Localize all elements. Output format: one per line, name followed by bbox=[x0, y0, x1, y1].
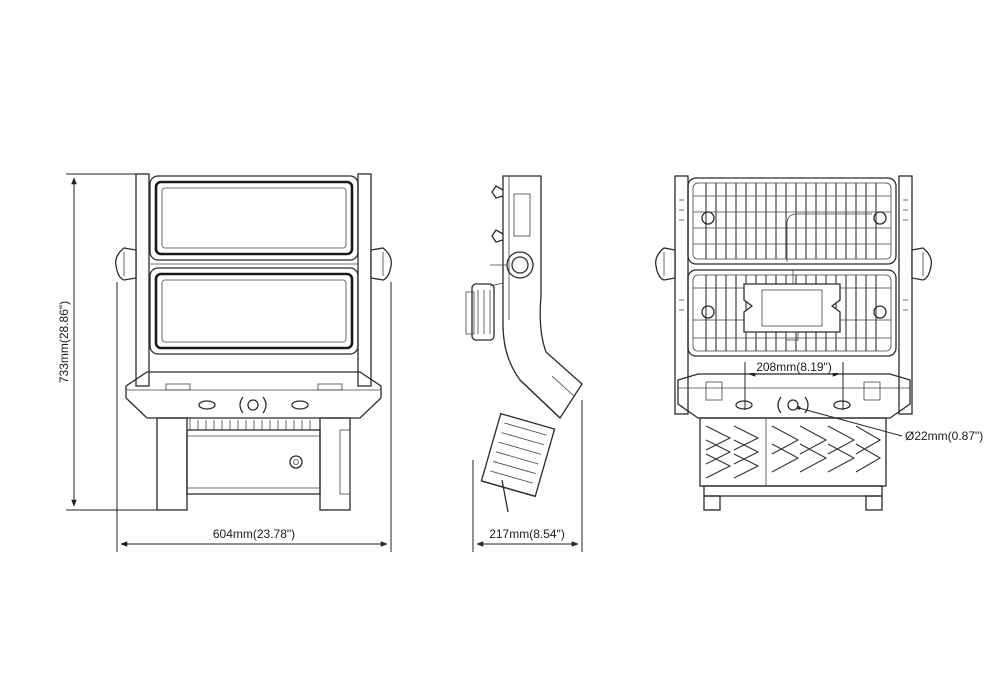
bracket-spacing-label: 208mm(8.19") bbox=[756, 360, 832, 374]
width-dimension bbox=[116, 282, 392, 552]
lower-heatsink bbox=[687, 269, 897, 357]
hole-diameter-leader bbox=[797, 406, 903, 437]
hole-diameter-label: Ø22mm(0.87") bbox=[905, 429, 983, 443]
rear-driver bbox=[699, 417, 887, 511]
rear-base bbox=[677, 373, 911, 419]
height-label: 733mm(28.86") bbox=[57, 301, 71, 383]
height-dimension bbox=[66, 173, 157, 511]
depth-dimension bbox=[472, 400, 583, 552]
side-view: 217mm(8.54") bbox=[465, 175, 583, 552]
lower-lamp-module bbox=[149, 267, 359, 355]
width-label: 604mm(23.78") bbox=[213, 527, 295, 541]
upper-lamp-module bbox=[149, 175, 359, 261]
upper-heatsink bbox=[687, 177, 897, 265]
front-driver bbox=[156, 417, 351, 511]
front-base bbox=[125, 371, 382, 419]
bracket-spacing-dimension bbox=[744, 362, 844, 410]
rear-view: 208mm(8.19") Ø22mm(0.87") bbox=[655, 175, 983, 511]
front-view: 733mm(28.86") 604mm(23.78") bbox=[57, 173, 392, 552]
depth-label: 217mm(8.54") bbox=[489, 527, 565, 541]
